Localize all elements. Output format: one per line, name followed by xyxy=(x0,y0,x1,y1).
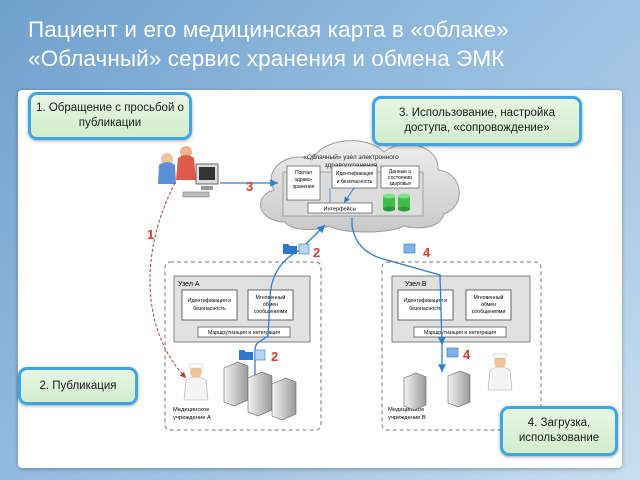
cloud-data-2: состоянии xyxy=(388,175,412,181)
node-b: Узел В Идентификация и безопасность Мгно… xyxy=(381,261,542,431)
cloud-ident-box xyxy=(331,165,378,189)
cloud-portal-box xyxy=(286,165,321,201)
node-b-ident-box xyxy=(397,289,454,321)
node-a-routing: Маршрутизация и интеграция xyxy=(208,330,280,336)
step-4-number-top: 4 xyxy=(423,245,431,260)
node-a-ident-1: Идентификация и xyxy=(188,298,231,304)
database-icon xyxy=(398,193,410,212)
cloud-title-1: «Облачный» узел электронного xyxy=(303,153,399,161)
step-2-number-top: 2 xyxy=(313,245,320,260)
computer-icon xyxy=(182,163,219,198)
node-b-routing-box xyxy=(413,326,507,338)
folder-icon xyxy=(239,349,266,361)
slide-title-line-2: «Облачный» сервис хранения и обмена ЭМК xyxy=(28,46,505,71)
node-a-institution-1: Медицинское xyxy=(173,407,209,413)
node-a: Узел А Идентификация и безопасность Мгно… xyxy=(164,261,322,431)
cloud-interfaces-box xyxy=(307,202,373,214)
step-1-number: 1 xyxy=(147,227,154,242)
step-4-number-bottom: 4 xyxy=(463,347,471,362)
arrow-step-2 xyxy=(254,224,326,375)
cloud-data-box xyxy=(380,165,420,189)
arrow-step-4 xyxy=(351,218,446,346)
doctor-icon xyxy=(487,353,513,391)
node-b-institution-1: Медицинское xyxy=(388,407,424,413)
step-2-number-bottom: 2 xyxy=(271,349,278,364)
node-b-msg-3: сообщениями xyxy=(472,309,506,315)
node-b-msg-box xyxy=(465,289,512,321)
node-b-ident-2: безопасность xyxy=(409,306,442,312)
arrow-step-1 xyxy=(149,182,187,379)
node-b-ident-1: Идентификация и xyxy=(404,298,447,304)
callout-step-2: 2. Публикация xyxy=(18,367,138,405)
node-a-institution-2: учреждение А xyxy=(173,415,211,421)
cloud-portal-2: здраво- xyxy=(295,177,313,183)
step-3-number: 3 xyxy=(246,179,253,194)
cloud-ident-1: Идентификация xyxy=(336,171,374,177)
database-icon xyxy=(383,193,395,212)
node-a-ident-box xyxy=(181,289,238,321)
node-b-msg-2: обмен xyxy=(481,302,496,308)
node-b-msg-1: Мгновенный xyxy=(474,294,504,301)
callout-step-1: 1. Обращение с просьбой о публикации xyxy=(28,92,192,140)
server-icon xyxy=(447,370,471,408)
callout-step-3: 3. Использование, настройка доступа, «со… xyxy=(372,96,582,146)
patients-icon xyxy=(158,146,196,184)
node-a-frame xyxy=(164,261,322,431)
slide-title-line-1: Пациент и его медицинская карта в «облак… xyxy=(28,17,509,42)
server-icon xyxy=(223,361,249,407)
cloud-portal-3: хранения xyxy=(293,184,315,190)
node-a-ident-2: безопасность xyxy=(193,306,226,312)
server-icon xyxy=(247,371,273,417)
message-icon xyxy=(446,347,459,358)
cloud-title-2: здравоохранения xyxy=(325,162,378,169)
node-a-msg-3: сообщениями xyxy=(254,309,288,315)
node-b-institution-2: учреждение В xyxy=(388,415,426,421)
server-icon xyxy=(403,372,427,411)
doctor-icon xyxy=(183,363,209,401)
message-icon xyxy=(403,243,416,254)
node-a-routing-box xyxy=(197,326,291,338)
node-b-title: Узел В xyxy=(405,281,427,288)
node-a-title: Узел А xyxy=(178,281,200,288)
cloud-data-1: Данные о xyxy=(389,169,411,175)
node-a-msg-2: обмен xyxy=(263,302,278,308)
cloud-interfaces: Интерфейсы xyxy=(324,206,357,213)
cloud-data-3: здоровья xyxy=(389,181,411,187)
server-icon xyxy=(271,377,297,421)
cloud-ident-2: и безопасность xyxy=(337,179,373,185)
cloud-node: «Облачный» узел электронного здравоохран… xyxy=(260,140,460,233)
node-b-routing: Маршрутизация и интеграция xyxy=(424,330,496,336)
cloud-portal-1: Портал xyxy=(295,170,312,176)
folder-icon xyxy=(283,243,310,255)
callout-step-4: 4. Загрузка, использование xyxy=(500,406,618,456)
